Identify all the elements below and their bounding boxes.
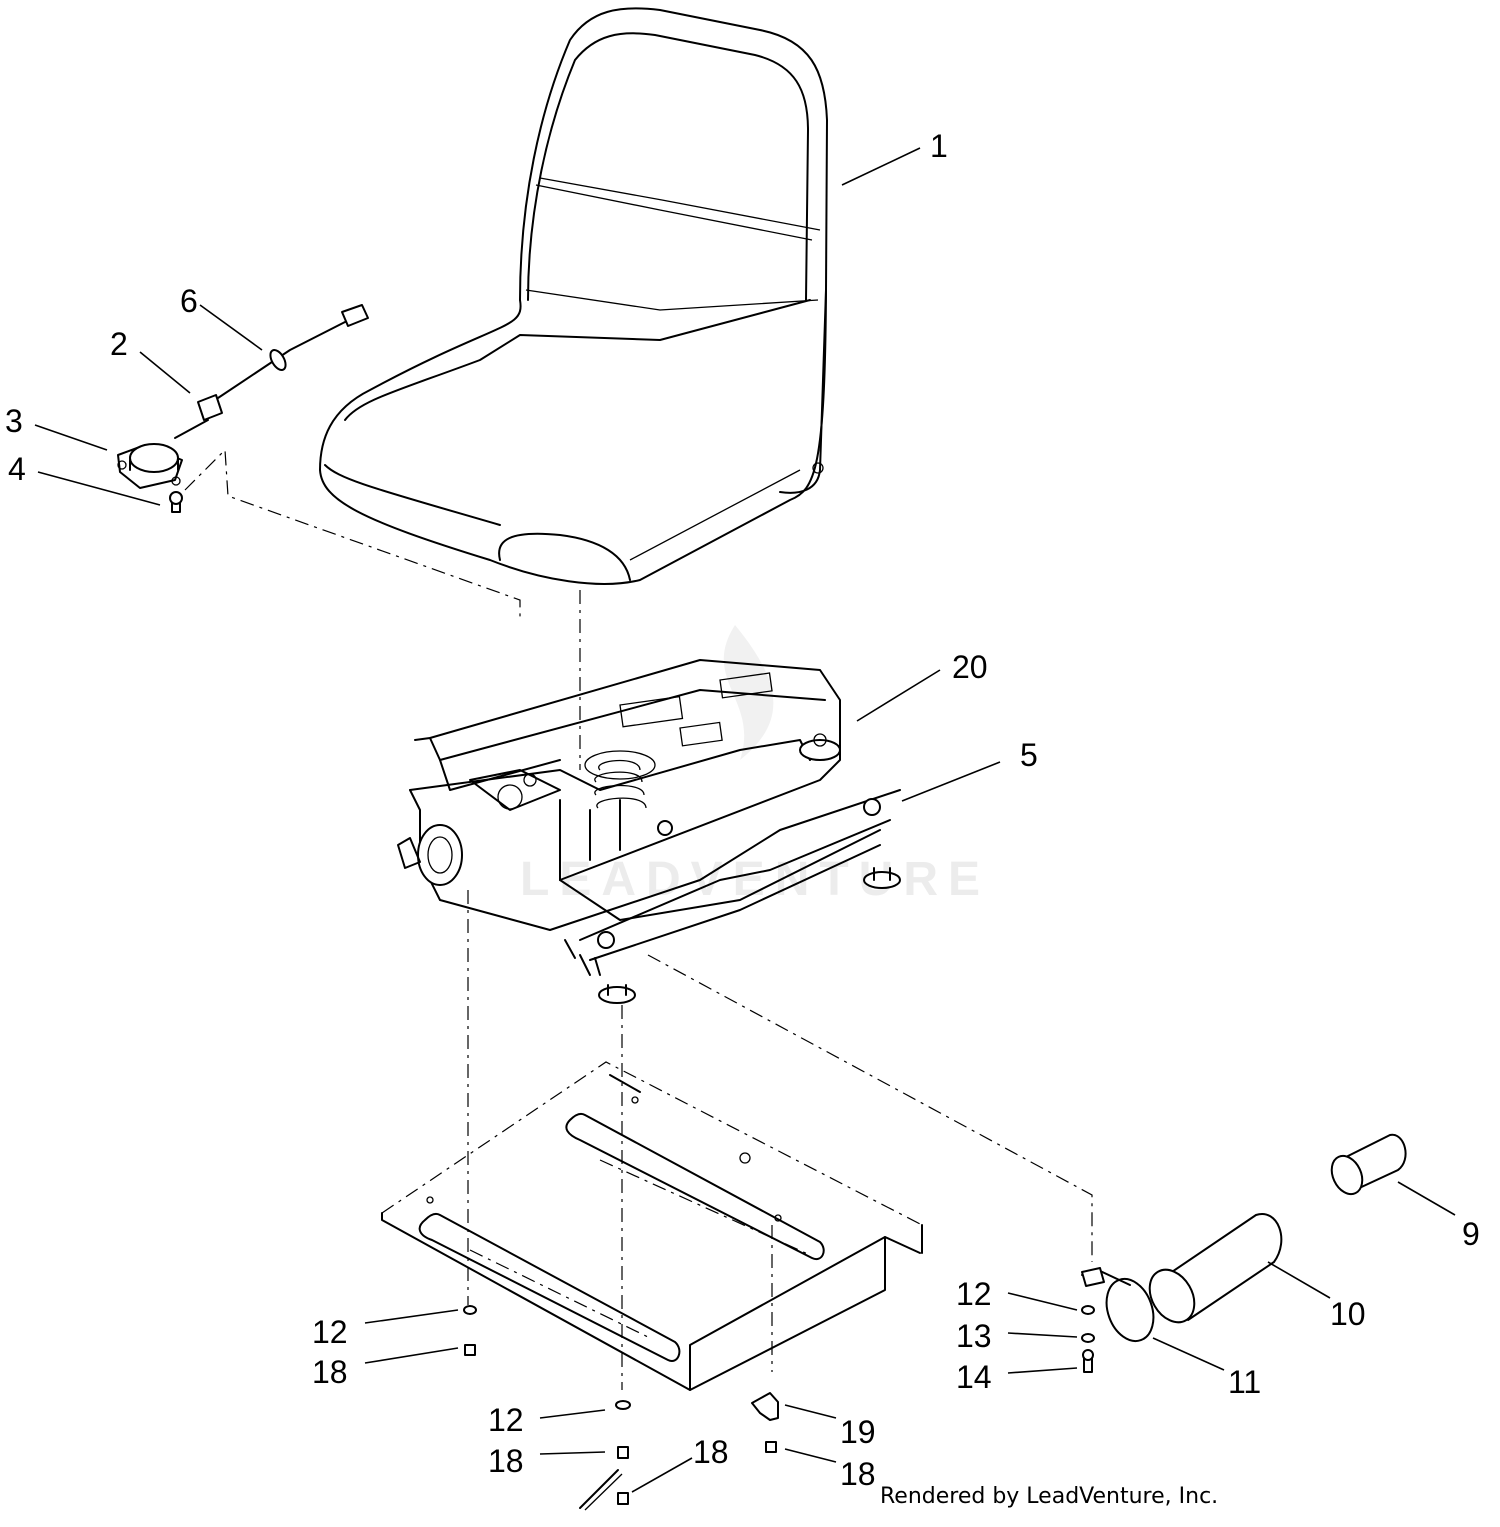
seat-switch-harness bbox=[117, 304, 369, 513]
callout-18a: 18 bbox=[312, 1354, 348, 1390]
watermark-flame-icon bbox=[723, 625, 774, 760]
callout-6: 6 bbox=[180, 283, 198, 319]
callout-4: 4 bbox=[8, 451, 26, 487]
leader-6 bbox=[199, 304, 263, 351]
leader-5 bbox=[901, 761, 1001, 802]
leader-10 bbox=[1267, 1261, 1331, 1299]
callout-10: 10 bbox=[1330, 1296, 1366, 1332]
callout-12c: 12 bbox=[956, 1276, 992, 1312]
leader-19 bbox=[784, 1404, 837, 1419]
callout-11: 11 bbox=[1228, 1364, 1261, 1400]
callout-14: 14 bbox=[956, 1359, 992, 1395]
callout-13: 13 bbox=[956, 1318, 992, 1354]
callout-2: 2 bbox=[110, 326, 128, 362]
callout-12b: 12 bbox=[488, 1402, 524, 1438]
leader-18c bbox=[631, 1457, 693, 1493]
leader-1 bbox=[841, 147, 921, 186]
callout-12a: 12 bbox=[312, 1314, 348, 1350]
callout-18c: 18 bbox=[693, 1434, 729, 1470]
hardware-center bbox=[579, 1400, 631, 1511]
leader-4 bbox=[37, 471, 161, 506]
leader-18b bbox=[539, 1451, 606, 1455]
watermark-text: LEADVENTURE bbox=[520, 853, 990, 906]
callout-20: 20 bbox=[952, 649, 988, 685]
callout-18b: 18 bbox=[488, 1443, 524, 1479]
leader-12c bbox=[1007, 1292, 1078, 1311]
callout-9: 9 bbox=[1462, 1216, 1480, 1252]
callout-5: 5 bbox=[1020, 737, 1038, 773]
hardware-left bbox=[463, 1305, 477, 1356]
leader-18a bbox=[364, 1347, 459, 1364]
leader-9 bbox=[1397, 1181, 1456, 1216]
hardware-clip bbox=[751, 1392, 779, 1453]
leader-20 bbox=[856, 669, 941, 722]
callout-1: 1 bbox=[930, 128, 948, 164]
leader-13 bbox=[1007, 1332, 1078, 1338]
leader-11 bbox=[1152, 1337, 1225, 1371]
leader-3 bbox=[34, 424, 108, 451]
leader-2 bbox=[139, 351, 191, 394]
leader-14 bbox=[1007, 1367, 1078, 1374]
leader-18d bbox=[784, 1448, 837, 1463]
seat-part bbox=[319, 7, 828, 585]
callout-18d: 18 bbox=[840, 1456, 876, 1492]
holder-kit bbox=[1081, 1133, 1407, 1373]
credit-text: Rendered by LeadVenture, Inc. bbox=[880, 1484, 1219, 1509]
leader-12b bbox=[539, 1409, 606, 1419]
seat-mount-plate bbox=[381, 1061, 923, 1391]
leader-12a bbox=[364, 1309, 459, 1324]
seat-suspension-part bbox=[397, 659, 901, 1004]
callout-3: 3 bbox=[5, 403, 23, 439]
callout-19: 19 bbox=[840, 1414, 876, 1450]
